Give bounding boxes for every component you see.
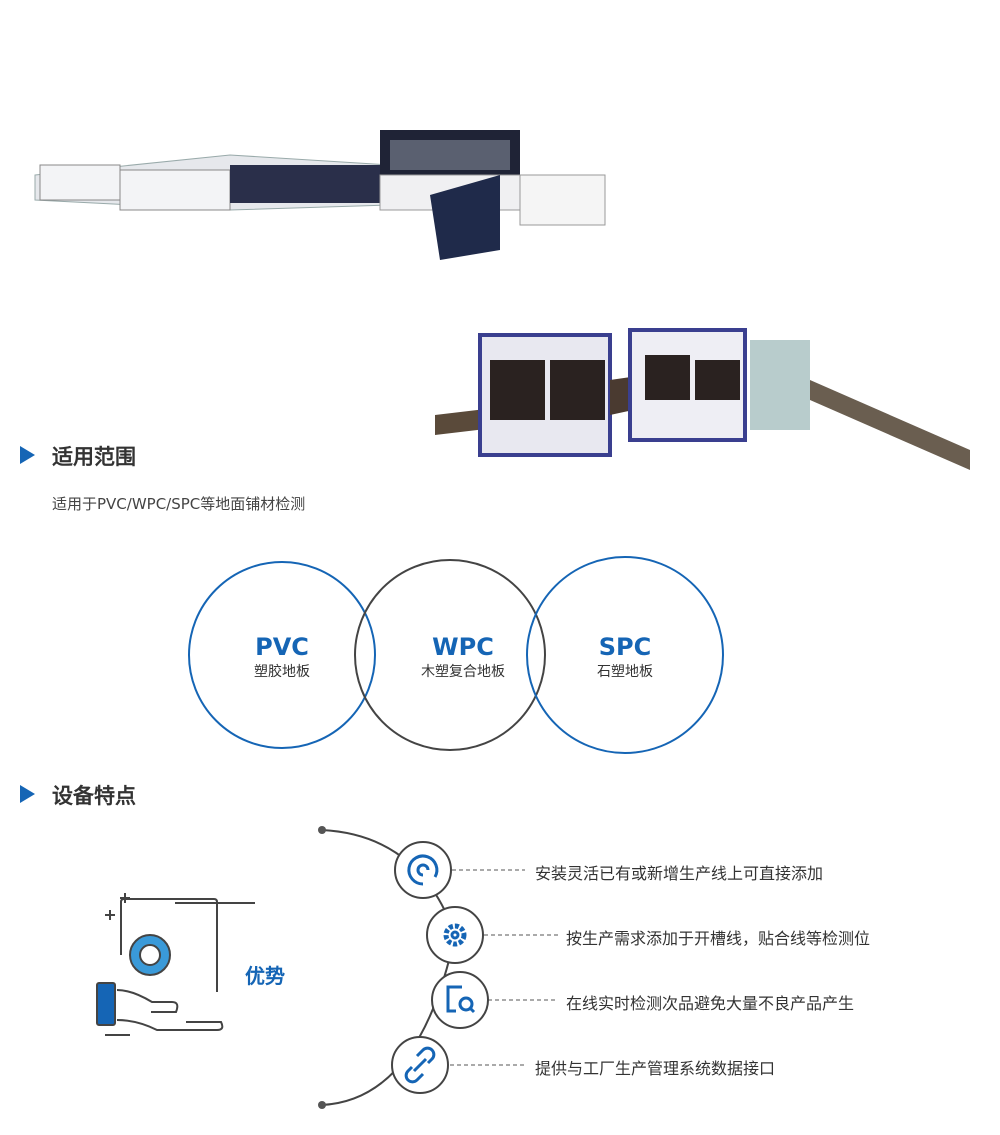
inspection-machine-image-1 [34,130,606,260]
scope-description: 适用于PVC/WPC/SPC等地面铺材检测 [52,495,306,513]
section-arrow-icon [20,446,35,464]
gear-icon [426,906,484,964]
hand-gear-icon [96,893,255,1036]
features-arc [318,826,558,1109]
feature-item: 按生产需求添加于开槽线，贴合线等检测位 [566,929,871,948]
advantage-label: 优势 [245,964,285,988]
feature-item: 提供与工厂生产管理系统数据接口 [535,1059,776,1078]
feature-item: 安装灵活已有或新增生产线上可直接添加 [535,864,824,883]
refresh-icon [394,841,452,899]
venn-circle-wpc [354,559,546,751]
venn-circle-spc [526,556,724,754]
section-title-scope: 适用范围 [52,445,136,469]
inspection-machine-image-2 [435,328,970,470]
feature-item: 在线实时检测次品避免大量不良产品产生 [566,994,855,1013]
section-title-features: 设备特点 [52,784,136,808]
venn-diagram [188,556,724,754]
section-arrow-icon [20,785,35,803]
venn-circle-pvc [188,561,376,749]
